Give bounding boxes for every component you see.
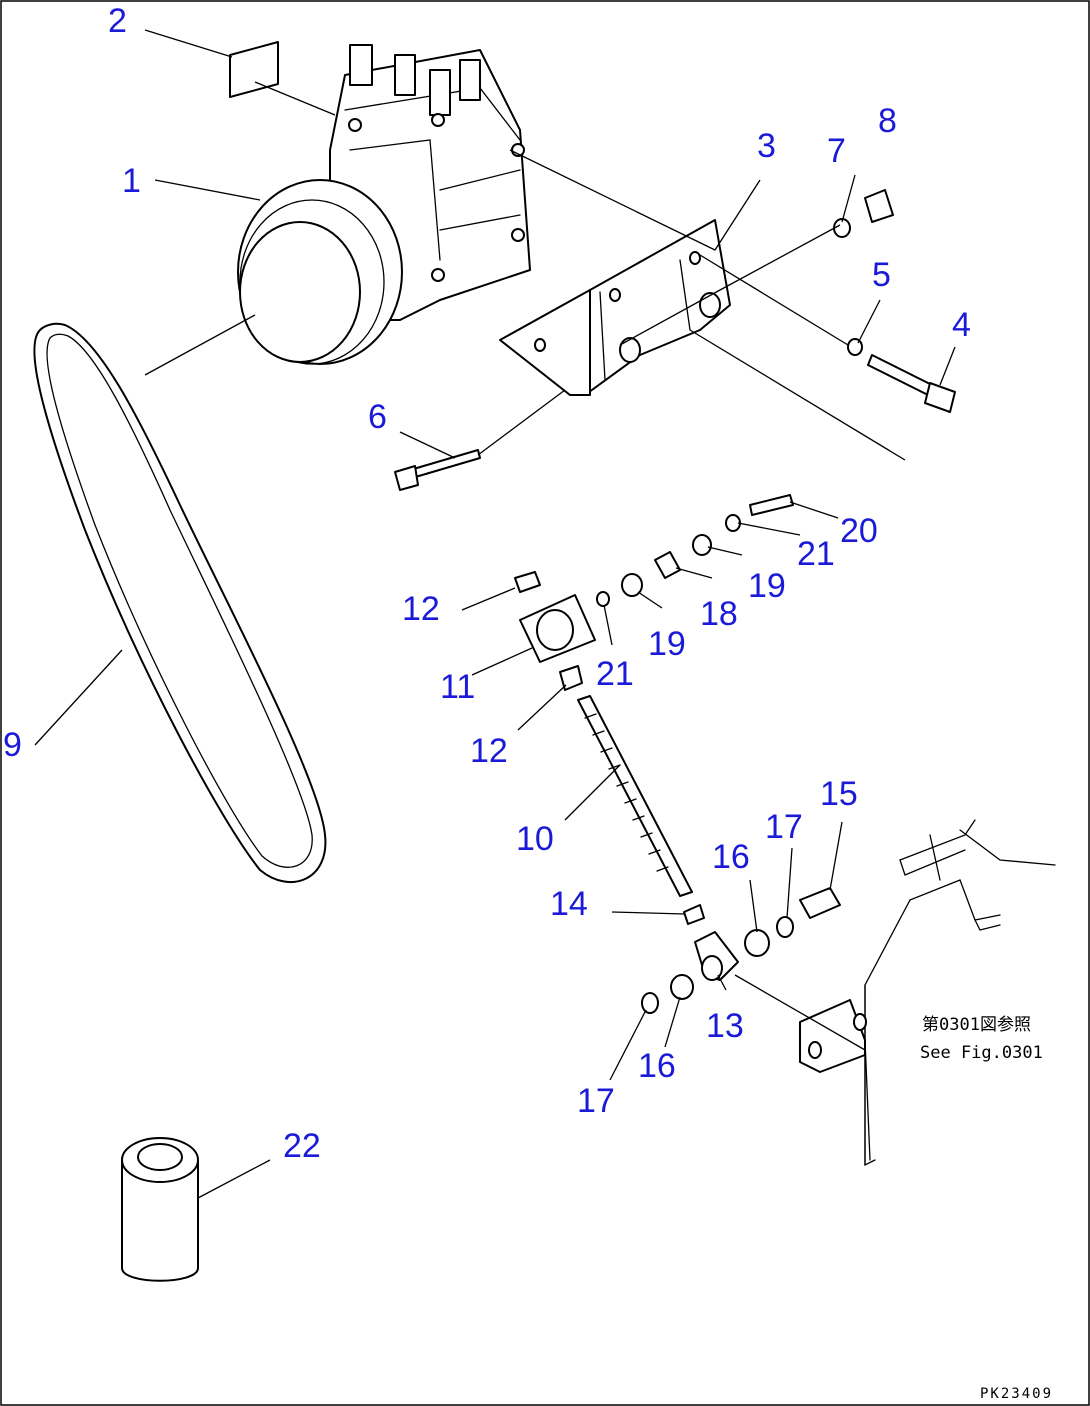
callout-21-left: 21 (596, 655, 634, 693)
callout-6: 6 (368, 398, 387, 436)
callout-20: 20 (840, 512, 878, 550)
spacer-16-right (744, 929, 770, 957)
bracket (499, 219, 731, 396)
callout-12-upper: 12 (402, 590, 440, 628)
leader-lines (34, 29, 956, 1199)
callout-14: 14 (550, 885, 588, 923)
bolt-20 (749, 494, 794, 516)
filter-drier (121, 1137, 199, 1282)
callout-19-right: 19 (748, 567, 786, 605)
bushing-12-upper (514, 571, 541, 593)
washer-21-left (596, 591, 610, 607)
callout-3: 3 (757, 127, 776, 165)
bushing-12-lower (559, 665, 583, 691)
callout-1: 1 (122, 162, 141, 200)
callout-9: 9 (3, 726, 22, 764)
callout-7: 7 (827, 132, 846, 170)
callout-18: 18 (700, 595, 738, 633)
label-plate (229, 41, 279, 98)
bolt-15 (799, 887, 841, 919)
adjusting-rod (577, 695, 693, 897)
drawing-code: PK23409 (980, 1386, 1053, 1402)
callout-16-left: 16 (638, 1047, 676, 1085)
callout-5: 5 (872, 256, 891, 294)
callout-8: 8 (878, 102, 897, 140)
callout-12-lower: 12 (470, 732, 508, 770)
spacer-19-right (692, 534, 712, 556)
mounting-frame (799, 819, 1056, 1167)
adjuster-block (519, 594, 596, 663)
reference-note-japanese: 第0301図参照 (922, 1015, 1031, 1035)
spacer-19-left (621, 573, 643, 597)
reference-note-english: See Fig.0301 (920, 1043, 1043, 1063)
callout-11: 11 (440, 668, 475, 706)
nut-8 (864, 189, 894, 223)
callout-10: 10 (516, 820, 554, 858)
callouts: 2 1 3 7 8 5 4 6 9 12 11 12 21 19 18 19 2… (3, 2, 971, 1165)
bolt-6 (394, 449, 481, 491)
washer-17-left (641, 992, 659, 1014)
callout-17-left: 17 (577, 1082, 615, 1120)
callout-19-left: 19 (648, 625, 686, 663)
callout-2: 2 (108, 2, 127, 40)
callout-16-right: 16 (712, 838, 750, 876)
washer-17-right (776, 916, 794, 938)
callout-4: 4 (952, 306, 971, 344)
compressor (237, 44, 531, 365)
bolt-4 (867, 354, 956, 413)
pin-14 (683, 904, 705, 925)
washer-21-right (725, 514, 741, 532)
v-belt (33, 322, 327, 884)
lever-13 (694, 931, 739, 981)
spacer-16-left (670, 974, 694, 1000)
callout-17-right: 17 (765, 808, 803, 846)
callout-13: 13 (706, 1007, 744, 1045)
nut-18 (654, 551, 681, 579)
callout-15: 15 (820, 775, 858, 813)
callout-21-right: 21 (797, 535, 835, 573)
callout-22: 22 (283, 1127, 321, 1165)
washer-5 (847, 338, 863, 356)
